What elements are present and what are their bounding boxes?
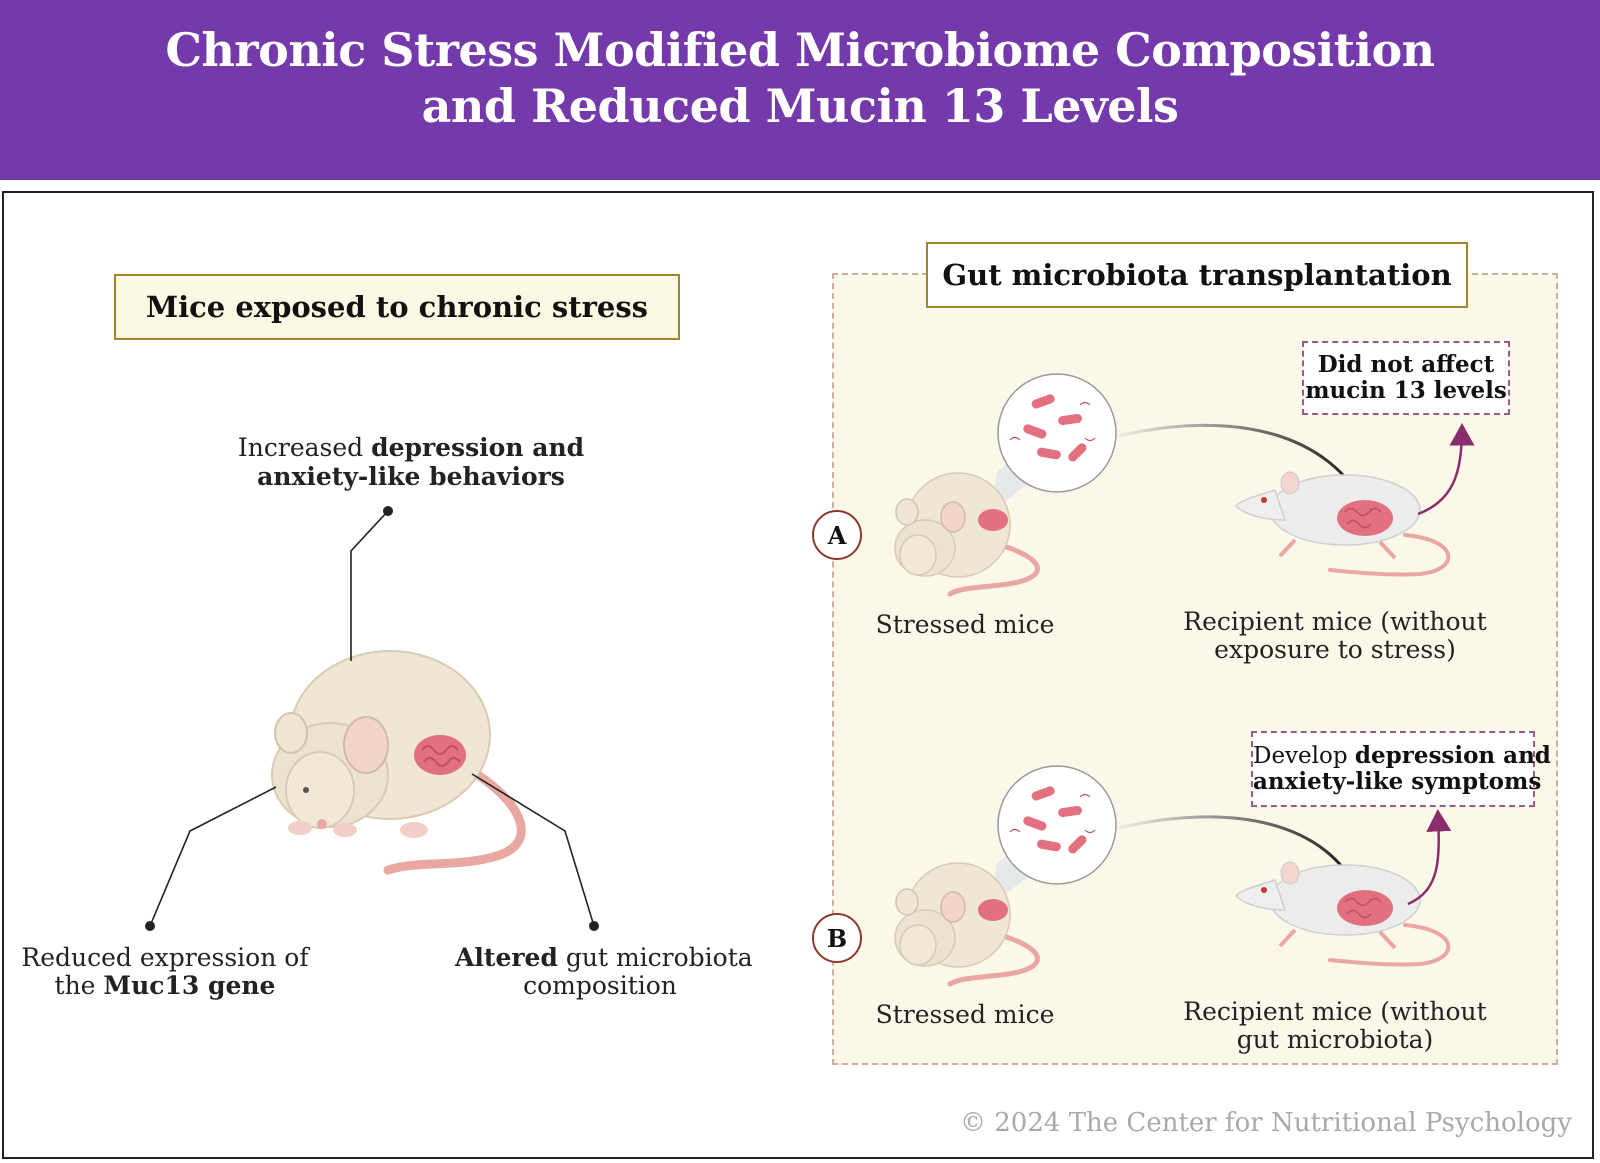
- connector-dot: [145, 921, 155, 931]
- recipient-mouse-a: [1235, 471, 1451, 577]
- microbiota-zoom-b: [997, 765, 1117, 885]
- recipient-mouse-b: [1235, 861, 1451, 967]
- microbiota-note: Altered gut microbiota composition: [455, 943, 753, 1000]
- transplantation-label: Gut microbiota transplantation: [942, 258, 1452, 292]
- donor-label-b: Stressed mice: [875, 1000, 1055, 1029]
- muc13-note: Reduced expression of the Muc13 gene: [21, 943, 309, 1000]
- title-line-2: and Reduced Mucin 13 Levels: [421, 79, 1179, 133]
- outcome-callout-a: Did not affect mucin 13 levels: [1302, 341, 1510, 415]
- copyright-footer: © 2024 The Center for Nutritional Psycho…: [960, 1108, 1572, 1138]
- behavior-note: Increased depression and anxiety-like be…: [237, 433, 585, 491]
- outcome-arrow-a: [1417, 423, 1475, 516]
- content-frame: [2, 191, 1594, 1159]
- chronic-stress-label-box: Mice exposed to chronic stress: [114, 274, 680, 340]
- title-line-1: Chronic Stress Modified Microbiome Compo…: [165, 23, 1435, 77]
- title-banner: [0, 0, 1600, 180]
- stressed-mouse-large: [271, 650, 526, 875]
- outcome-arrow-b: [1407, 809, 1452, 906]
- connector-lines: [149, 510, 595, 927]
- page-title: Chronic Stress Modified Microbiome Compo…: [0, 22, 1600, 134]
- recipient-label-a: Recipient mice (without exposure to stre…: [1183, 607, 1487, 664]
- row-b-graphics: [894, 765, 1452, 987]
- microbiota-zoom-a: [997, 373, 1117, 493]
- recipient-label-b: Recipient mice (without gut microbiota): [1183, 997, 1487, 1054]
- stressed-mouse-b: [894, 862, 1040, 987]
- row-a-graphics: [894, 373, 1475, 597]
- connector-dot: [383, 506, 393, 516]
- outcome-callout-b: Develop depression and anxiety-like symp…: [1251, 731, 1551, 807]
- marker-a: A: [812, 510, 862, 560]
- donor-label-a: Stressed mice: [875, 610, 1055, 639]
- connector-dot: [589, 921, 599, 931]
- chronic-stress-label: Mice exposed to chronic stress: [146, 290, 648, 324]
- marker-b: B: [812, 913, 862, 963]
- transplantation-label-box: Gut microbiota transplantation: [926, 242, 1468, 308]
- gut-icon: [414, 735, 466, 775]
- stressed-mouse-a: [894, 472, 1040, 597]
